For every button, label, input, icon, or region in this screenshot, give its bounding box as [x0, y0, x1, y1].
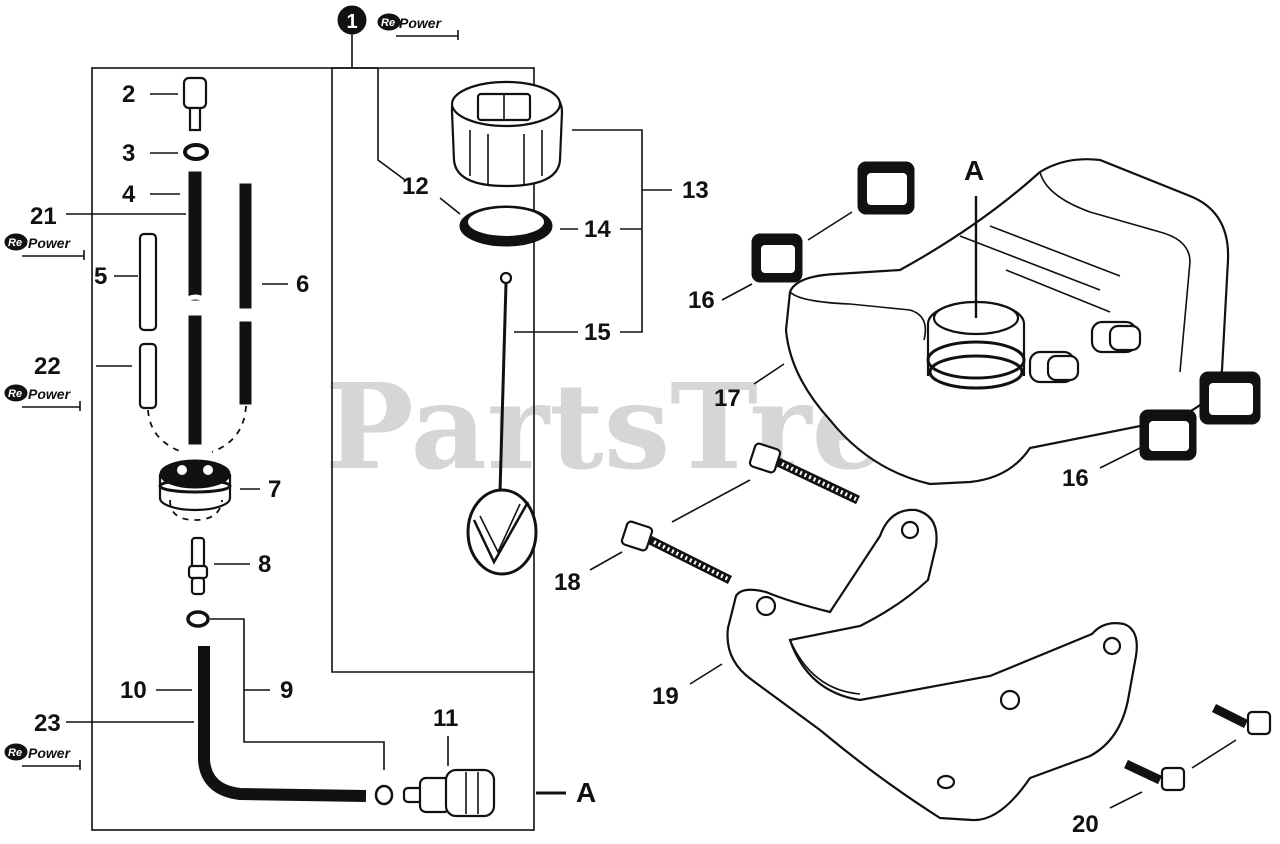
callout-21[interactable]: 21 [30, 203, 57, 230]
part-19-tank-bracket[interactable] [726, 508, 1138, 822]
repower-label: Power [399, 15, 443, 31]
filter-o-ring [374, 784, 394, 806]
callout-22[interactable]: 22 [34, 353, 61, 380]
callout-15[interactable]: 15 [584, 319, 611, 346]
svg-text:Re: Re [8, 237, 22, 249]
part-17-fuel-tank[interactable] [784, 158, 1230, 486]
part-2-fitting[interactable] [182, 76, 208, 132]
callout-9[interactable]: 9 [280, 677, 293, 704]
svg-text:Re: Re [8, 388, 22, 400]
part-7-grommet[interactable] [158, 459, 232, 512]
callout-3[interactable]: 3 [122, 140, 135, 167]
callout-18[interactable]: 18 [554, 569, 581, 596]
callout-12[interactable]: 12 [402, 173, 429, 200]
callout-5[interactable]: 5 [94, 263, 107, 290]
svg-text:Power: Power [28, 745, 72, 761]
callout-23[interactable]: 23 [34, 710, 61, 737]
callout-19[interactable]: 19 [652, 683, 679, 710]
callout-8[interactable]: 8 [258, 551, 271, 578]
assembly-frame [91, 67, 535, 831]
callout-7[interactable]: 7 [268, 476, 281, 503]
part-3-o-ring[interactable] [183, 143, 209, 161]
callout-6[interactable]: 6 [296, 271, 309, 298]
part-18-bolts[interactable] [620, 442, 860, 585]
callout-2[interactable]: 2 [122, 81, 135, 108]
svg-text:Power: Power [28, 386, 72, 402]
callout-16-lower[interactable]: 16 [1062, 465, 1089, 492]
callout-10[interactable]: 10 [120, 677, 147, 704]
repower-badge-header[interactable]: Re Power [377, 13, 459, 40]
callout-16-upper[interactable]: 16 [688, 287, 715, 314]
part-10-fuel-line[interactable] [198, 646, 367, 802]
assembly-number: 1 [346, 11, 357, 33]
ref-letter-a-tank[interactable]: A [964, 155, 984, 186]
part-14-gasket[interactable] [459, 205, 553, 247]
repower-badge-22[interactable]: Re Power [4, 384, 81, 411]
svg-text:Re: Re [8, 747, 22, 759]
part-13-fuel-cap[interactable] [450, 80, 564, 188]
part-9-o-ring[interactable] [186, 610, 210, 628]
callout-17[interactable]: 17 [714, 385, 741, 412]
part-15-strainer[interactable] [466, 271, 538, 576]
part-4-fuel-line[interactable] [184, 171, 206, 445]
callout-11[interactable]: 11 [433, 705, 458, 732]
part-11-fuel-filter[interactable] [402, 768, 496, 818]
repower-badge-23[interactable]: Re Power [4, 743, 81, 770]
callout-14[interactable]: 14 [584, 216, 611, 243]
part-16-mount-upper[interactable] [751, 161, 915, 283]
callout-4[interactable]: 4 [122, 181, 136, 208]
part-16-mount-lower[interactable] [1139, 371, 1261, 461]
ref-letter-a-filter[interactable]: A [576, 777, 596, 808]
part-8-fitting[interactable] [187, 536, 209, 596]
part-6-fuel-line[interactable] [239, 183, 252, 405]
repower-badge-21[interactable]: Re Power [4, 233, 85, 260]
assembly-callout-1[interactable]: 1 [337, 5, 367, 35]
repower-re: Re [381, 17, 395, 29]
part-5-vent-tube[interactable] [138, 232, 158, 410]
svg-text:Power: Power [28, 235, 72, 251]
part-20-screws[interactable] [1124, 703, 1272, 792]
callout-20[interactable]: 20 [1072, 811, 1099, 838]
callout-13[interactable]: 13 [682, 177, 709, 204]
